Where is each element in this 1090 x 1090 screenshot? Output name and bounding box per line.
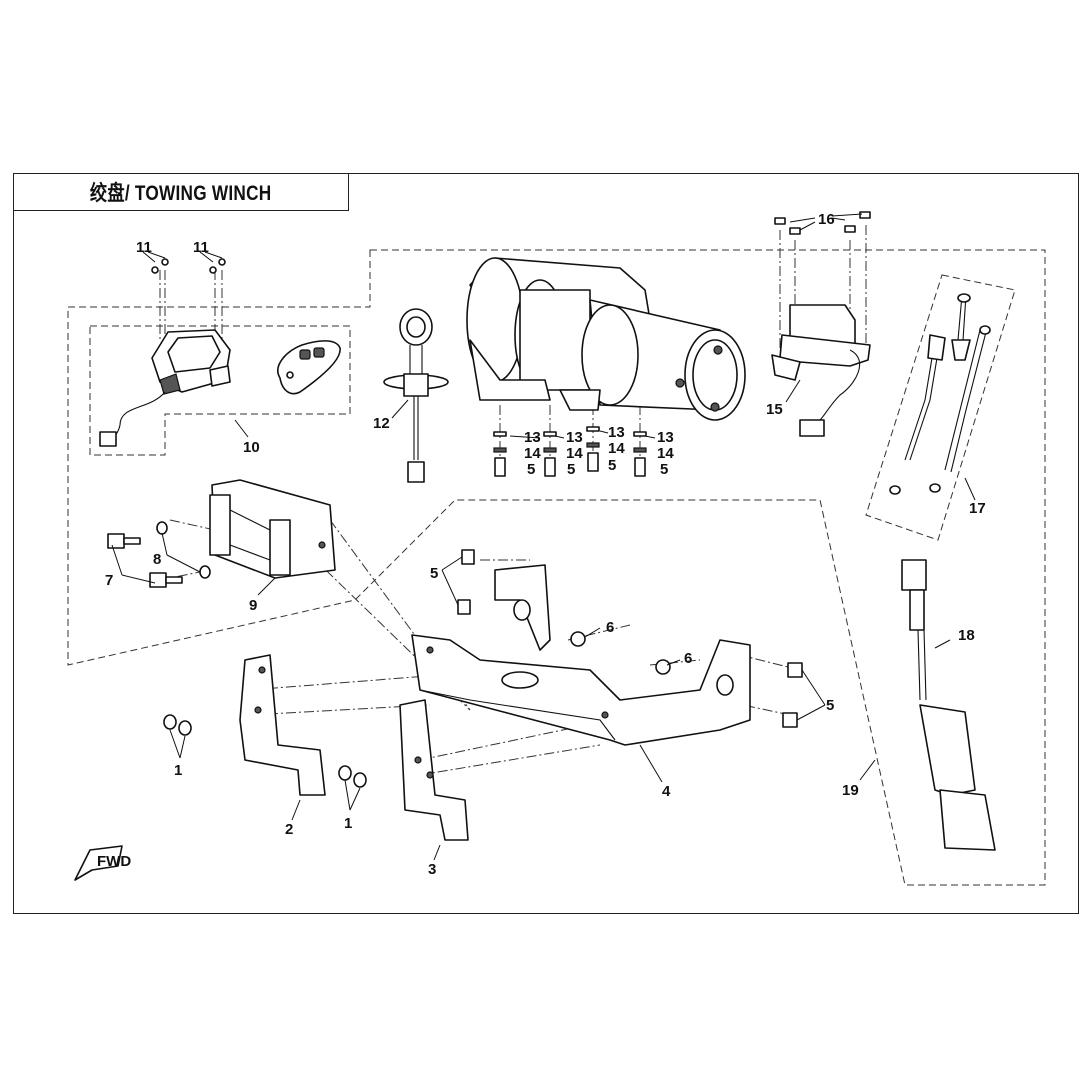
remote-fob (277, 340, 341, 395)
diagram-frame (13, 173, 1079, 914)
callout-5f: 5 (826, 697, 834, 714)
callout-5d: 5 (660, 461, 668, 478)
winch-mount-hardware (493, 426, 647, 477)
callout-5e: 5 (430, 565, 438, 582)
fwd-arrow-icon: FWD (74, 845, 131, 881)
callout-1b: 1 (344, 815, 352, 832)
wireless-receiver (99, 329, 231, 447)
callout-labels: 11 11 10 12 13 13 13 13 14 14 14 14 5 5 … (105, 211, 986, 878)
bracket-left (239, 654, 326, 796)
callout-14d: 14 (657, 445, 674, 462)
callout-8: 8 (153, 551, 161, 568)
group-outline-cables (865, 274, 1016, 541)
callout-13c: 13 (608, 424, 625, 441)
callout-5c: 5 (608, 457, 616, 474)
callout-14a: 14 (524, 445, 541, 462)
callout-13d: 13 (657, 429, 674, 446)
fairlead-bolts (107, 521, 211, 588)
callout-5b: 5 (567, 461, 575, 478)
callout-16: 16 (818, 211, 835, 228)
callout-14b: 14 (566, 445, 583, 462)
winch-motor (466, 257, 746, 421)
callout-5a: 5 (527, 461, 535, 478)
roller-fairlead (209, 479, 336, 579)
callout-11a: 11 (136, 239, 152, 256)
callout-14c: 14 (608, 440, 625, 457)
leader-lines (111, 213, 976, 861)
diagram-title: 绞盘/ TOWING WINCH (90, 182, 272, 205)
battery-cables (889, 293, 991, 495)
callout-13a: 13 (524, 429, 541, 446)
callout-12: 12 (373, 415, 390, 432)
callout-10: 10 (243, 439, 260, 456)
callout-13b: 13 (566, 429, 583, 446)
upper-bracket (494, 564, 551, 651)
callout-18: 18 (958, 627, 975, 644)
callout-17: 17 (969, 500, 986, 517)
mounting-plate (411, 634, 751, 746)
callout-11b: 11 (193, 239, 209, 256)
callout-1a: 1 (174, 762, 182, 779)
harness-grommet (383, 308, 449, 483)
callout-19: 19 (842, 782, 859, 799)
callout-7: 7 (105, 572, 113, 589)
title-box: 绞盘/ TOWING WINCH (13, 173, 349, 211)
bracket-right (399, 699, 469, 841)
callout-4: 4 (662, 783, 671, 800)
group-outline-winch-kit (67, 249, 1046, 886)
callout-3: 3 (428, 861, 436, 878)
group-outline-receiver (89, 325, 351, 456)
handheld-control (901, 559, 996, 851)
bracket-bolts (163, 714, 367, 788)
screws-16 (774, 211, 871, 235)
callout-6b: 6 (684, 650, 692, 667)
callout-15: 15 (766, 401, 783, 418)
callout-6a: 6 (606, 619, 614, 636)
callout-9: 9 (249, 597, 257, 614)
fwd-label: FWD (97, 853, 131, 870)
callout-2: 2 (285, 821, 293, 838)
contactor (771, 304, 871, 437)
screws-11 (151, 258, 226, 274)
